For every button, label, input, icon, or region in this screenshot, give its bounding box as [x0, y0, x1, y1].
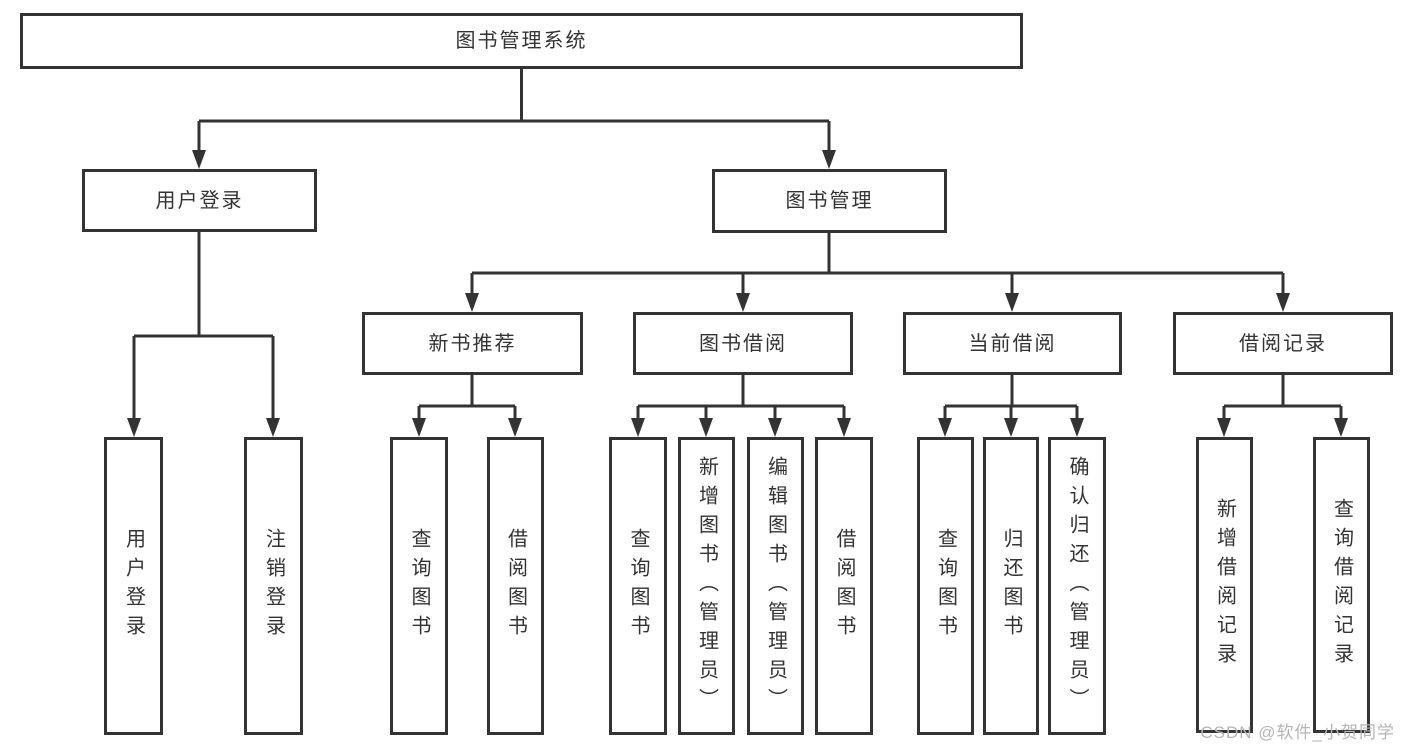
- leaf-query-books-current: 查询图书: [917, 437, 974, 735]
- arrowhead: [699, 418, 713, 437]
- leaf-add-books-admin: 新增图书（管理员）: [678, 437, 735, 735]
- leaf-edit-books-admin: 编辑图书（管理员）: [747, 437, 804, 735]
- leaf-borrow-books-recommend-label: 借阅图书: [504, 528, 527, 644]
- arrowhead: [266, 418, 280, 437]
- leaf-borrow-books-borrowing: 借阅图书: [815, 437, 873, 735]
- leaf-user-login: 用户登录: [104, 437, 163, 735]
- node-book-management: 图书管理: [712, 169, 947, 233]
- leaf-query-borrow-record: 查询借阅记录: [1313, 437, 1370, 733]
- leaf-confirm-return-admin-label: 确认归还（管理员）: [1066, 455, 1088, 717]
- node-user-login: 用户登录: [82, 169, 317, 232]
- arrowhead: [938, 418, 952, 437]
- node-book-borrowing: 图书借阅: [633, 312, 853, 375]
- node-user-login-label: 用户登录: [155, 189, 244, 212]
- arrowhead: [1005, 293, 1019, 312]
- arrowhead: [1217, 418, 1231, 437]
- node-current-borrowing-label: 当前借阅: [968, 332, 1057, 355]
- leaf-add-borrow-record: 新增借阅记录: [1196, 437, 1253, 733]
- node-book-management-label: 图书管理: [785, 190, 874, 212]
- leaf-logout-label: 注销登录: [262, 528, 285, 644]
- leaf-borrow-books-borrowing-label: 借阅图书: [833, 528, 855, 644]
- node-current-borrowing: 当前借阅: [903, 312, 1122, 375]
- node-library-system-label: 图书管理系统: [455, 30, 588, 52]
- arrowhead: [768, 418, 782, 437]
- arrowhead: [1334, 418, 1348, 437]
- arrowhead: [837, 418, 851, 437]
- leaf-logout: 注销登录: [244, 437, 303, 735]
- arrowhead: [1276, 293, 1290, 312]
- leaf-borrow-books-recommend: 借阅图书: [487, 437, 544, 735]
- arrowhead: [736, 293, 750, 312]
- arrowhead: [192, 150, 206, 169]
- arrowhead: [631, 418, 645, 437]
- leaf-query-books-borrowing-label: 查询图书: [627, 528, 649, 644]
- leaf-add-borrow-record-label: 新增借阅记录: [1213, 498, 1236, 672]
- leaf-query-books-current-label: 查询图书: [934, 528, 957, 644]
- leaf-query-books-recommend-label: 查询图书: [408, 528, 430, 644]
- node-borrowing-records-label: 借阅记录: [1239, 332, 1327, 355]
- leaf-return-books-label: 归还图书: [1000, 528, 1022, 644]
- leaf-query-books-borrowing: 查询图书: [609, 437, 667, 735]
- leaf-query-borrow-record-label: 查询借阅记录: [1330, 498, 1353, 672]
- node-borrowing-records: 借阅记录: [1173, 312, 1393, 375]
- leaf-edit-books-admin-label: 编辑图书（管理员）: [764, 455, 787, 717]
- leaf-return-books: 归还图书: [983, 437, 1039, 735]
- arrowhead: [1004, 418, 1018, 437]
- watermark: CSDN @软件_小贺同学: [1200, 723, 1395, 742]
- leaf-query-books-recommend: 查询图书: [390, 437, 448, 735]
- node-book-borrowing-label: 图书借阅: [699, 332, 787, 355]
- node-library-system: 图书管理系统: [20, 13, 1023, 69]
- node-new-book-recommend: 新书推荐: [362, 312, 583, 375]
- arrowhead: [508, 418, 522, 437]
- arrowhead: [412, 418, 426, 437]
- leaf-confirm-return-admin: 确认归还（管理员）: [1048, 437, 1106, 735]
- arrowhead: [127, 418, 141, 437]
- arrowheads: [127, 150, 1348, 437]
- arrowhead: [465, 293, 479, 312]
- leaf-add-books-admin-label: 新增图书（管理员）: [695, 455, 718, 717]
- leaf-user-login-label: 用户登录: [122, 528, 145, 644]
- node-new-book-recommend-label: 新书推荐: [428, 332, 517, 355]
- arrowhead: [1070, 418, 1084, 437]
- arrowhead: [822, 150, 836, 169]
